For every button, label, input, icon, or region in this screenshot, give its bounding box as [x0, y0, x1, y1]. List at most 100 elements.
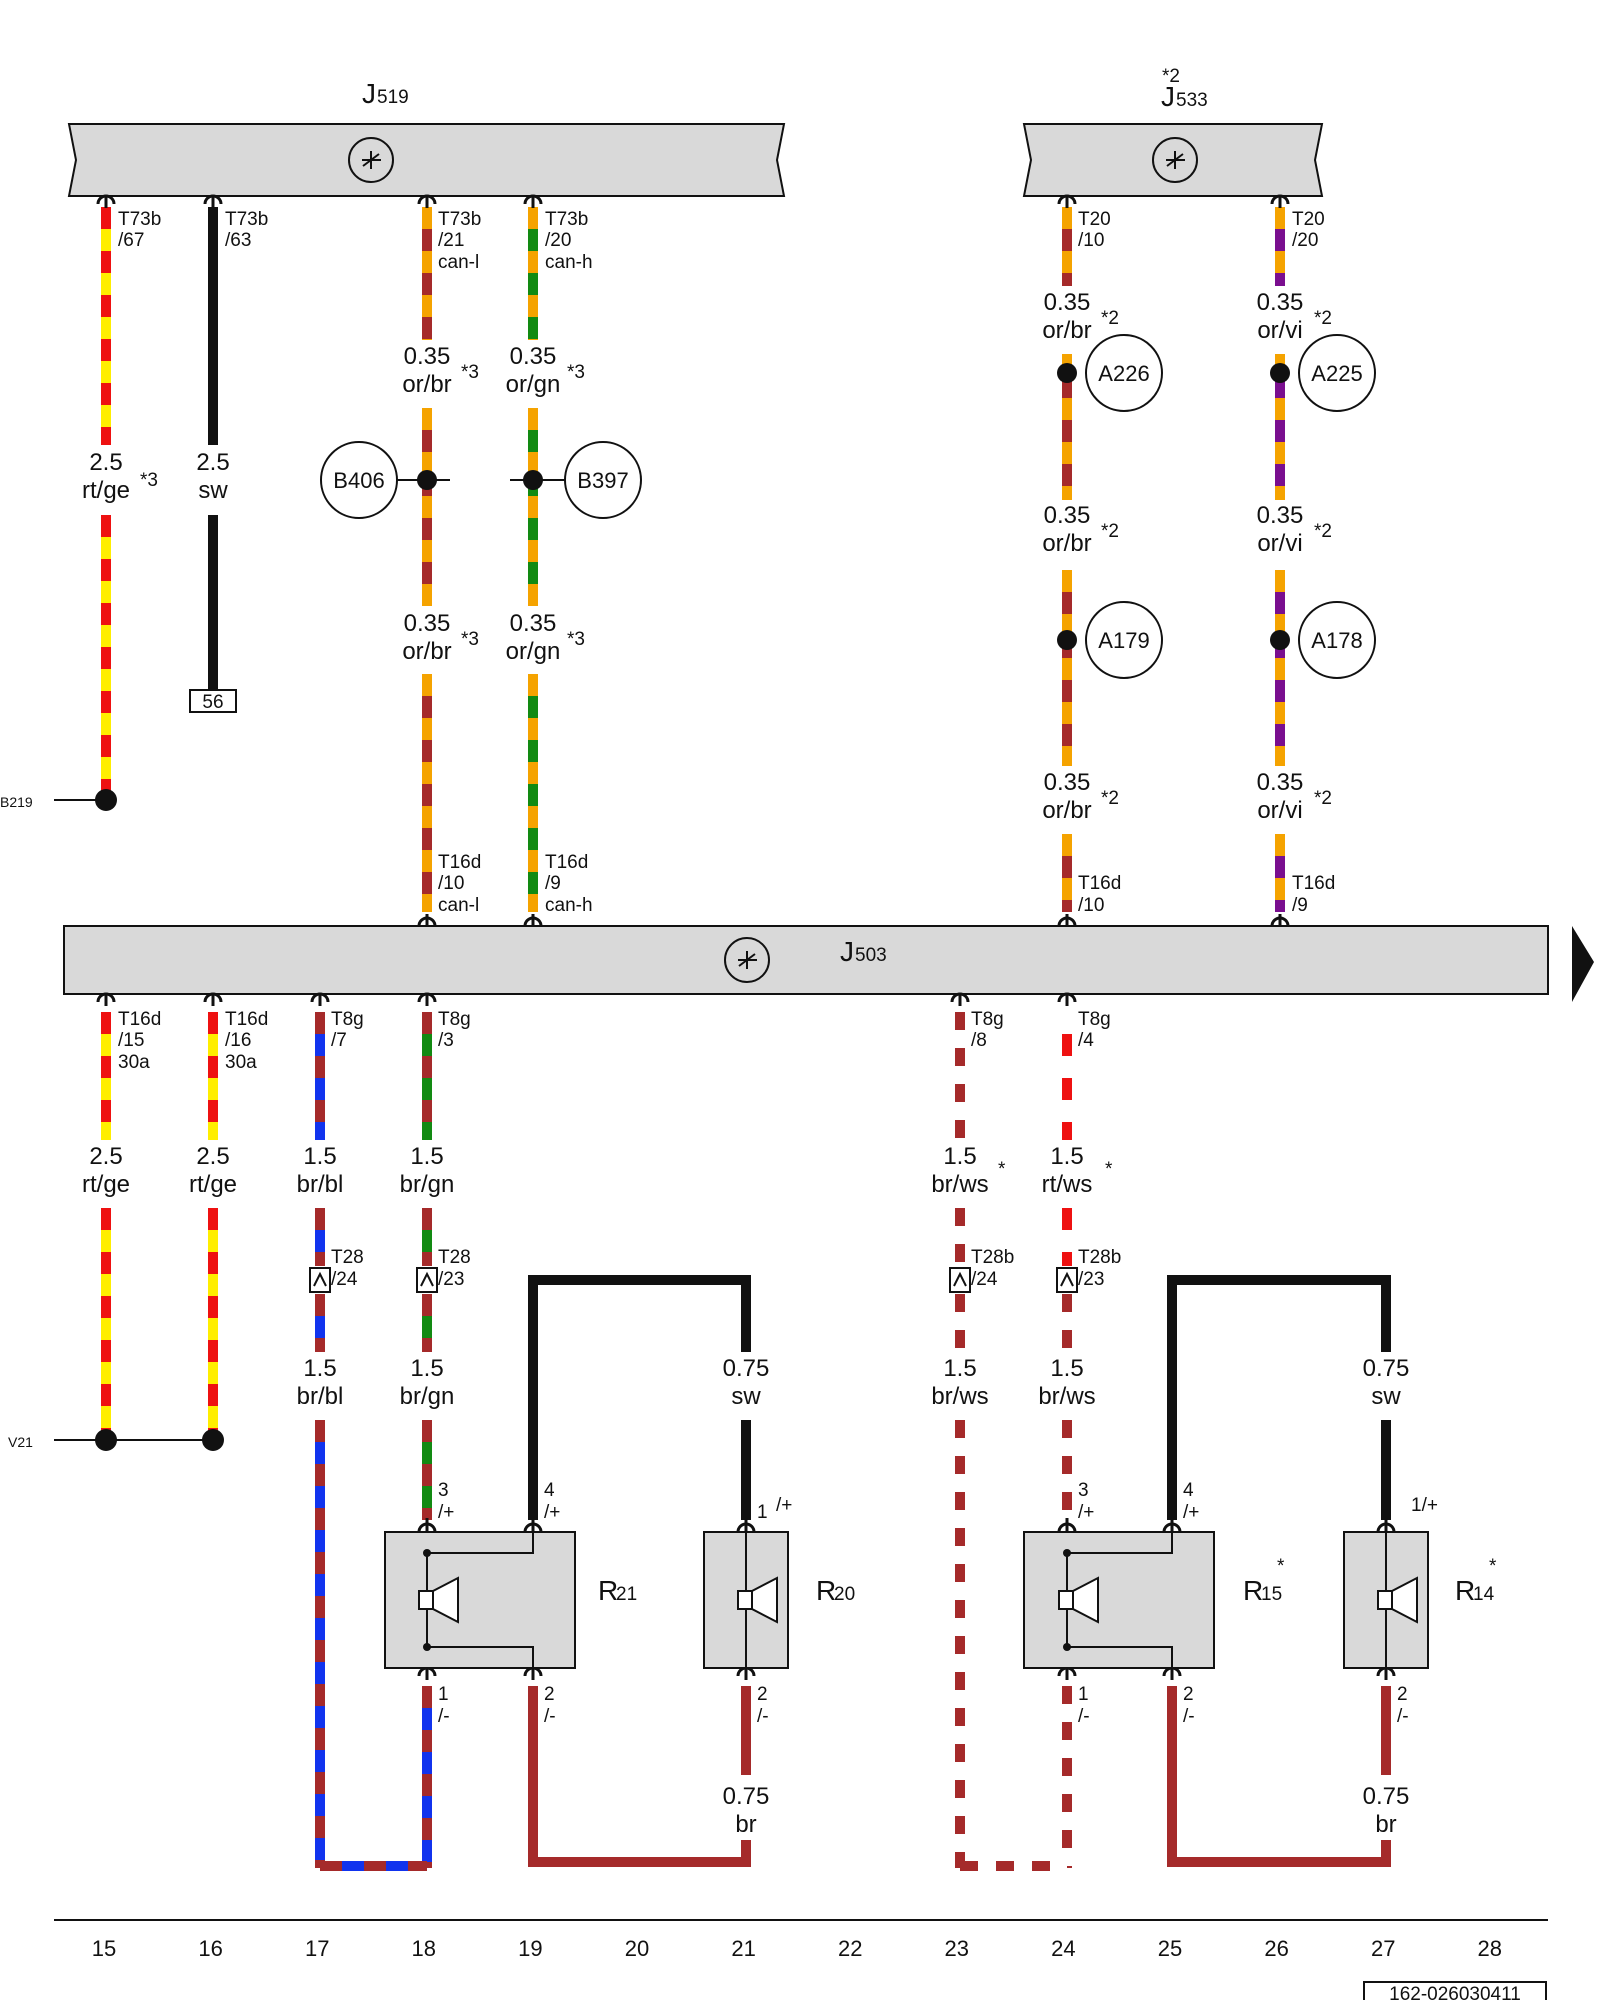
pin-terminal-icon [1057, 1518, 1077, 1533]
w23b-color: br/ws [931, 1171, 988, 1198]
w24f-size: 1.5 [1050, 1355, 1083, 1382]
w27b-size: 0.75 [1363, 1783, 1410, 1810]
term-t18b-b: /10 [438, 873, 464, 894]
term-t24a-b: /10 [1078, 230, 1104, 251]
speaker-r20[interactable]: R 20 [703, 1531, 855, 1669]
r21-p4-b: /- [544, 1706, 556, 1727]
pin-terminal-icon [523, 1666, 543, 1680]
j519-sub: 519 [377, 87, 409, 108]
term-t26a-a: T20 [1292, 209, 1325, 230]
transistor-symbol-icon [724, 937, 770, 983]
term-t24b-a: T16d [1078, 873, 1121, 894]
doc-id: 162-026030411 [1389, 1984, 1521, 2000]
pin-terminal-icon [203, 992, 223, 1006]
w23c-color: br/ws [931, 1383, 988, 1410]
term-t17c-a: T8g [331, 1009, 364, 1030]
pin-terminal-icon [1162, 1518, 1182, 1533]
term-t23d-b: /24 [971, 1269, 998, 1290]
speaker-r21[interactable]: R 21 [384, 1531, 637, 1669]
term-t23d-a: T28b [971, 1247, 1014, 1268]
j533-label: J [1161, 81, 1175, 112]
w26a-note: *2 [1314, 308, 1332, 329]
term-t24b-b: /10 [1078, 895, 1104, 916]
speaker-r15[interactable]: R 15 * [1023, 1531, 1285, 1669]
w19a-note: *3 [567, 362, 585, 383]
junction-dot [1270, 630, 1290, 650]
term-t16-a: T73b [225, 209, 268, 230]
track-number: 21 [731, 1936, 755, 1961]
pin-terminal-icon [1376, 1518, 1396, 1533]
w21a-size: 0.75 [723, 1355, 770, 1382]
connector-a225[interactable] [1298, 334, 1376, 412]
term-t17d-a: T28 [331, 1247, 364, 1268]
w24f-color: br/ws [1038, 1383, 1095, 1410]
control-unit-j503[interactable]: J 503 [63, 925, 1594, 1002]
w18b-size: 0.35 [404, 610, 451, 637]
r20-p1-a: 1 [757, 1502, 768, 1523]
w17b-color: br/bl [297, 1171, 344, 1198]
connector-a178[interactable] [1298, 601, 1376, 679]
w16b-color: rt/ge [189, 1171, 237, 1198]
r21-sub: 21 [616, 1584, 637, 1605]
wire-25-27-black [1167, 1275, 1391, 1520]
pin-terminal-icon [96, 194, 116, 208]
term-t18d-b: /23 [438, 1269, 464, 1290]
term-t16c-c: 30a [225, 1052, 257, 1073]
w24a-color: or/br [1042, 317, 1091, 344]
speaker-r14[interactable]: R 14 * [1343, 1531, 1497, 1669]
w18a-color: or/br [402, 371, 451, 398]
pin-terminal-icon [1270, 194, 1290, 208]
j503-label: J [840, 936, 854, 967]
r21-p3-a: 1 [438, 1684, 449, 1705]
connector-a225-label: A225 [1311, 361, 1362, 386]
inline-connectors [309, 1267, 1078, 1293]
track-number: 28 [1478, 1936, 1502, 1961]
r21-p2-b: /+ [544, 1502, 560, 1523]
connector-a226-label: A226 [1098, 361, 1149, 386]
w18a-note: *3 [461, 362, 479, 383]
r15-p3-a: 1 [1078, 1684, 1089, 1705]
term-t17d-b: /24 [331, 1269, 358, 1290]
r14-star: * [1489, 1556, 1497, 1577]
w24b-color: or/br [1042, 530, 1091, 557]
r14-sub: 14 [1473, 1584, 1495, 1605]
junction-dot [1057, 363, 1077, 383]
w24b-note: *2 [1101, 521, 1119, 542]
r15-label: R [1243, 1575, 1263, 1606]
w27b-color: br [1375, 1811, 1396, 1838]
pin-terminal-icon [417, 1518, 437, 1533]
term-t17c-b: /7 [331, 1030, 347, 1051]
speaker-icon [737, 1590, 753, 1610]
connector-a226[interactable] [1085, 334, 1163, 412]
w15a-size: 2.5 [89, 449, 122, 476]
ref-box-56[interactable] [189, 689, 237, 713]
term-t19b-b: /9 [545, 873, 561, 894]
speaker-icon [418, 1590, 434, 1610]
pin-terminal-icon [736, 1666, 756, 1680]
pin-terminal-icon [523, 1518, 543, 1533]
control-unit-j519[interactable]: J 519 [67, 78, 786, 197]
w26b-size: 0.35 [1257, 502, 1304, 529]
transistor-symbol-icon [1152, 137, 1198, 183]
w18e-color: br/gn [400, 1383, 455, 1410]
term-t18b-c: can-l [438, 895, 479, 916]
junction-dot [417, 470, 437, 490]
connector-a179-label: A179 [1098, 628, 1149, 653]
speaker-icon [1058, 1590, 1074, 1610]
w19b-color: or/gn [506, 638, 561, 665]
w27a-color: sw [1371, 1383, 1401, 1410]
w17c-color: br/bl [297, 1383, 344, 1410]
connector-a179[interactable] [1085, 601, 1163, 679]
term-t15c-b: /15 [118, 1030, 144, 1051]
w18e-size: 1.5 [410, 1355, 443, 1382]
v21-label: V21 [8, 1434, 33, 1450]
control-unit-j533[interactable]: *2 J 533 [1022, 66, 1324, 197]
r21-p1-b: /+ [438, 1502, 454, 1523]
r21-p2-a: 4 [544, 1480, 555, 1501]
w26a-color: or/vi [1257, 317, 1302, 344]
term-t18d-a: T28 [438, 1247, 471, 1268]
pin-terminal-icon [1057, 914, 1077, 927]
w15a-note: *3 [140, 470, 158, 491]
term-t19a-c: can-h [545, 252, 593, 273]
